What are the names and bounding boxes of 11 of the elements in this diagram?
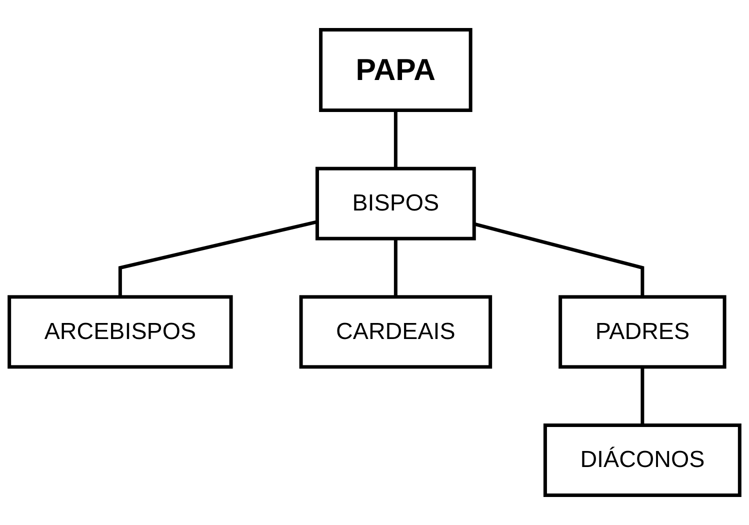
- node-box: PAPA: [319, 28, 472, 112]
- node-box: BISPOS: [316, 166, 476, 240]
- connector: [394, 238, 398, 297]
- connector: [474, 222, 644, 297]
- connector: [394, 110, 398, 169]
- node-box: CARDEAIS: [299, 295, 492, 369]
- node-box: ARCEBISPOS: [8, 295, 233, 369]
- connector: [640, 366, 644, 426]
- connector: [118, 220, 318, 297]
- node-box: DIÁCONOS: [543, 424, 742, 497]
- node-box: PADRES: [558, 295, 726, 369]
